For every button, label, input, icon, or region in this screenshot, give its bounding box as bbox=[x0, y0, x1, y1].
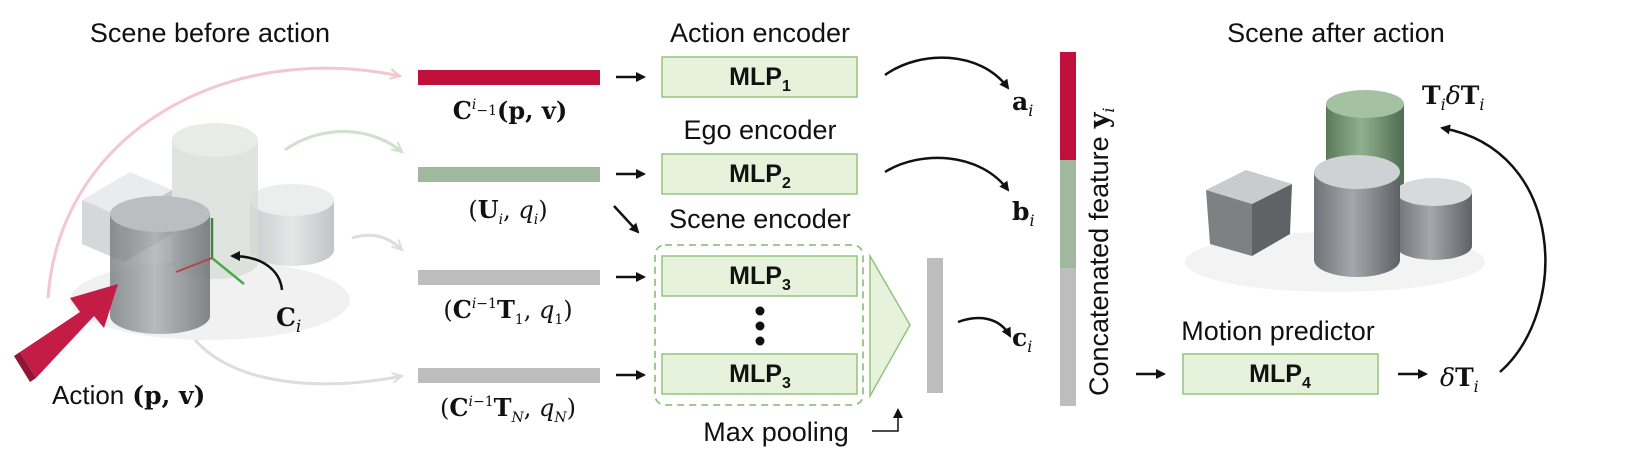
pool-to-c-arrow bbox=[957, 316, 1012, 338]
feature-c-label: ci bbox=[1012, 323, 1032, 356]
action-label: Action(p, v) bbox=[52, 380, 205, 410]
mlp-ellipsis bbox=[755, 306, 765, 346]
objectN-feature-bar bbox=[418, 368, 600, 383]
action-flow-curve bbox=[46, 66, 400, 299]
svg-text:MLP3: MLP3 bbox=[729, 360, 791, 392]
ego-flow-curve bbox=[284, 130, 402, 152]
concat-segment-ego bbox=[1060, 160, 1076, 268]
mlp1-block: MLP1 bbox=[661, 56, 858, 98]
scene-before-title: Scene before action bbox=[90, 18, 330, 48]
svg-text:MLP2: MLP2 bbox=[729, 160, 791, 192]
ego-feature-label: (Ui, qi) bbox=[468, 195, 547, 228]
mlp3-first-block: MLP3 bbox=[661, 255, 858, 297]
delta-T-label: δTi bbox=[1440, 363, 1479, 396]
mlp2-block: MLP2 bbox=[661, 153, 858, 195]
object1-feature-label: (Ci−1T1, q1) bbox=[443, 295, 572, 328]
scene-before-render bbox=[14, 123, 350, 382]
mlp2-to-b-arrow bbox=[884, 156, 1010, 192]
mlp4-block: MLP4 bbox=[1182, 353, 1379, 395]
pooled-feature-bar bbox=[927, 258, 943, 393]
objectN-flow-curve bbox=[193, 339, 402, 386]
frame-pointer-arrow bbox=[230, 251, 284, 291]
mlp1-to-a-arrow bbox=[884, 56, 1010, 90]
feature-b-label: bi bbox=[1012, 197, 1035, 230]
object1-feature-bar bbox=[418, 270, 600, 285]
svg-text:MLP1: MLP1 bbox=[729, 63, 791, 95]
updated-pose-label: TiδTi bbox=[1422, 81, 1485, 114]
ego-encoder-title: Ego encoder bbox=[683, 115, 836, 145]
concat-segment-scene bbox=[1060, 268, 1076, 406]
action-encoder-title: Action encoder bbox=[670, 18, 850, 48]
concat-feature-label: Concatenated featureyi bbox=[1084, 107, 1118, 396]
feature-a-label: ai bbox=[1012, 87, 1033, 120]
motion-predictor-title: Motion predictor bbox=[1181, 316, 1375, 346]
concat-segment-action bbox=[1060, 52, 1076, 160]
frame-label: Ci bbox=[276, 303, 301, 337]
max-pooling-pointer bbox=[872, 408, 903, 432]
scene-encoder-title: Scene encoder bbox=[669, 204, 851, 234]
pose-update-arrow bbox=[1440, 124, 1547, 373]
svg-text:MLP4: MLP4 bbox=[1249, 360, 1311, 392]
max-pooling-label: Max pooling bbox=[703, 417, 849, 447]
arrow-ego-to-scene bbox=[613, 205, 640, 234]
object1-flow-curve bbox=[351, 233, 402, 250]
mlp3-last-block: MLP3 bbox=[661, 353, 858, 395]
objectN-feature-label: (Ci−1TN, qN) bbox=[440, 393, 576, 426]
svg-text:MLP3: MLP3 bbox=[729, 262, 791, 294]
max-pooling-triangle bbox=[869, 253, 911, 399]
scene-after-render bbox=[1185, 90, 1485, 292]
action-feature-label: Ci−1(p, v) bbox=[453, 96, 567, 125]
ego-feature-bar bbox=[418, 167, 600, 182]
scene-after-title: Scene after action bbox=[1227, 18, 1445, 48]
action-feature-bar bbox=[418, 70, 600, 85]
